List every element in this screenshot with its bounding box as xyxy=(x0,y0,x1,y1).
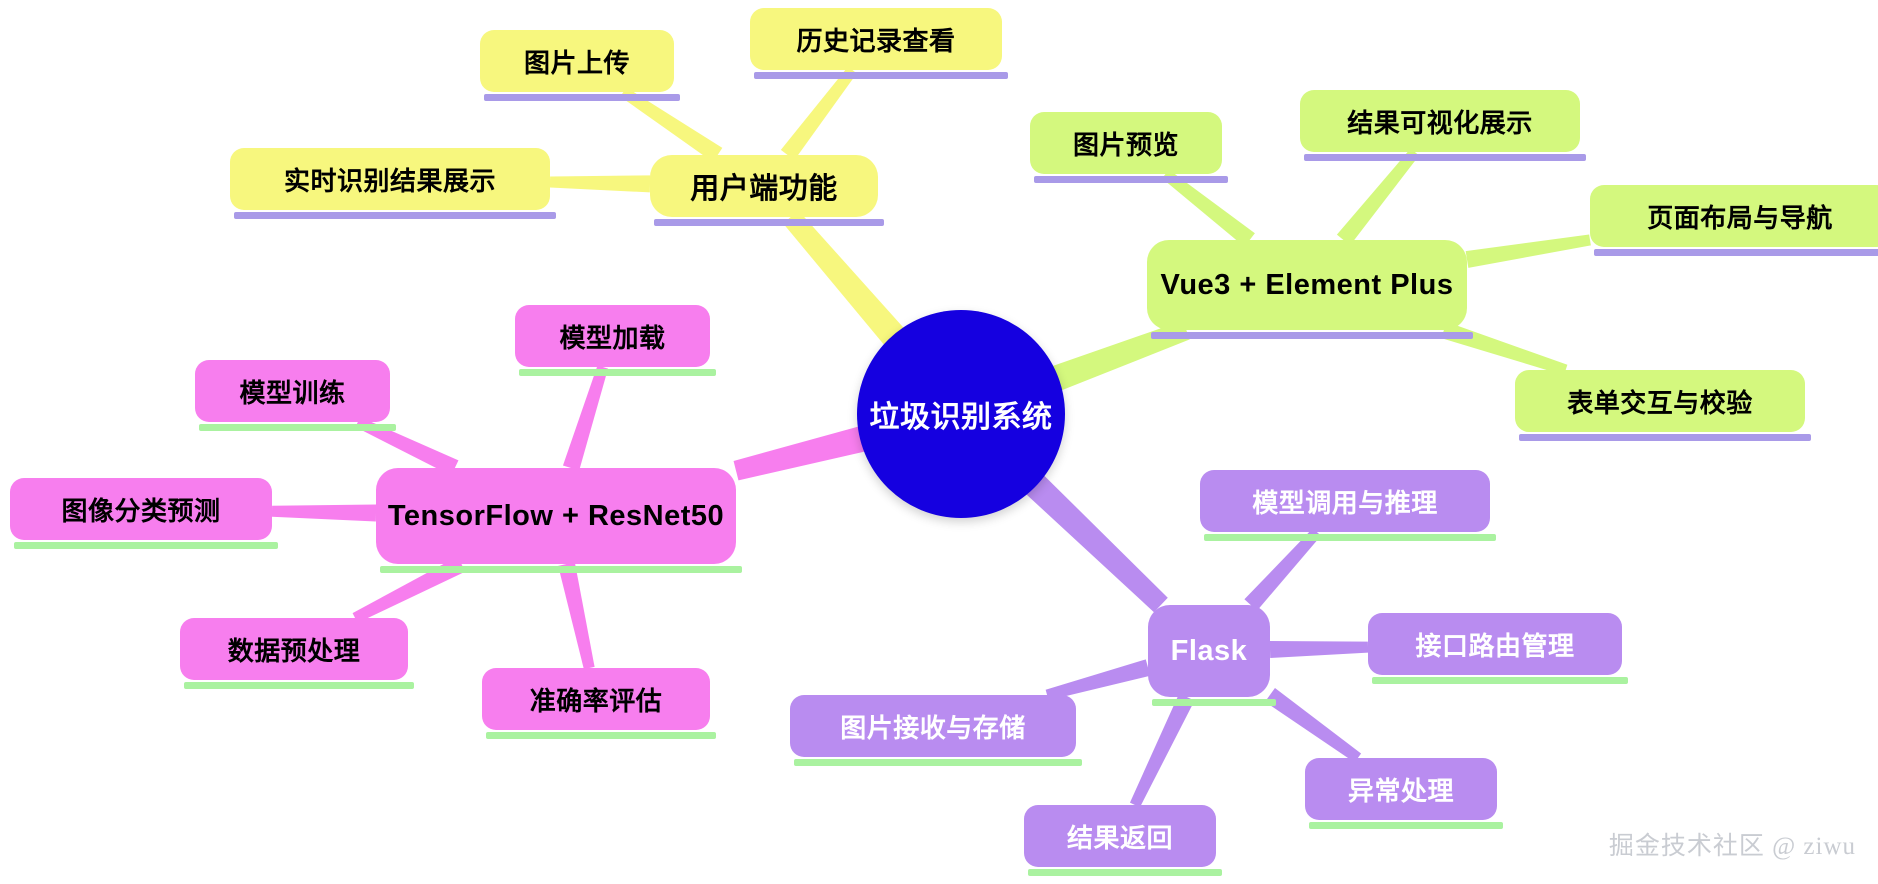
node-label: 图片预览 xyxy=(1072,129,1179,160)
node-label: Flask xyxy=(1170,634,1248,667)
leaf-node-model-2[interactable]: 图像分类预测 xyxy=(10,478,278,549)
leaf-node-client-1[interactable]: 历史记录查看 xyxy=(750,8,1008,79)
branch-node-model[interactable]: TensorFlow + ResNet50 xyxy=(376,468,742,573)
leaf-node-frontend-1[interactable]: 结果可视化展示 xyxy=(1300,90,1586,161)
node-label: 模型调用与推理 xyxy=(1252,487,1438,518)
connector xyxy=(271,504,377,522)
node-label: 图片上传 xyxy=(523,47,630,78)
connector xyxy=(1465,234,1591,268)
node-label: 页面布局与导航 xyxy=(1647,202,1833,233)
leaf-node-backend-0[interactable]: 模型调用与推理 xyxy=(1200,470,1496,541)
branch-node-backend[interactable]: Flask xyxy=(1148,605,1276,706)
node-label: TensorFlow + ResNet50 xyxy=(387,499,725,532)
connector xyxy=(1269,641,1369,659)
node-label: 模型加载 xyxy=(559,322,666,353)
node-label: Vue3 + Element Plus xyxy=(1160,268,1454,301)
node-label: 结果返回 xyxy=(1066,822,1173,853)
connector xyxy=(1441,321,1568,376)
connector xyxy=(558,562,595,670)
watermark: 掘金技术社区 @ ziwu xyxy=(1608,833,1856,860)
root-node-label: 垃圾识别系统 xyxy=(869,401,1053,434)
leaf-node-model-3[interactable]: 数据预处理 xyxy=(180,618,414,689)
node-label: 数据预处理 xyxy=(227,635,361,666)
leaf-node-frontend-2[interactable]: 页面布局与导航 xyxy=(1590,185,1878,256)
connector xyxy=(549,175,651,193)
connector xyxy=(1265,687,1362,763)
leaf-node-backend-4[interactable]: 图片接收与存储 xyxy=(790,695,1082,766)
node-label: 模型训练 xyxy=(239,377,346,408)
leaf-node-model-1[interactable]: 模型加载 xyxy=(515,305,716,376)
connector xyxy=(1129,693,1195,808)
node-label: 图片接收与存储 xyxy=(840,712,1026,743)
root-node[interactable]: 垃圾识别系统 xyxy=(857,310,1065,518)
node-label: 准确率评估 xyxy=(529,685,663,716)
leaf-node-client-2[interactable]: 实时识别结果展示 xyxy=(230,148,556,219)
leaf-node-model-0[interactable]: 模型训练 xyxy=(195,360,396,431)
node-label: 实时识别结果展示 xyxy=(283,165,496,196)
node-label: 异常处理 xyxy=(1347,775,1454,806)
leaf-node-backend-2[interactable]: 异常处理 xyxy=(1305,758,1503,829)
connector xyxy=(780,66,857,161)
node-label: 用户端功能 xyxy=(690,173,838,205)
connector xyxy=(783,210,906,347)
leaf-node-backend-3[interactable]: 结果返回 xyxy=(1024,805,1222,876)
connector xyxy=(1024,473,1168,613)
leaf-node-frontend-0[interactable]: 图片预览 xyxy=(1030,112,1228,183)
node-label: 结果可视化展示 xyxy=(1347,107,1533,138)
branch-node-frontend[interactable]: Vue3 + Element Plus xyxy=(1147,240,1473,339)
node-label: 历史记录查看 xyxy=(796,25,956,56)
connector xyxy=(733,425,868,481)
node-label: 表单交互与校验 xyxy=(1567,387,1753,418)
connector xyxy=(1336,148,1420,246)
leaf-node-frontend-3[interactable]: 表单交互与校验 xyxy=(1515,370,1811,441)
leaf-node-client-0[interactable]: 图片上传 xyxy=(480,30,680,101)
node-label: 图像分类预测 xyxy=(61,495,221,526)
connector xyxy=(562,365,609,471)
branch-node-client[interactable]: 用户端功能 xyxy=(650,155,884,226)
leaf-node-model-4[interactable]: 准确率评估 xyxy=(482,668,716,739)
node-label: 接口路由管理 xyxy=(1415,630,1575,661)
leaf-node-backend-1[interactable]: 接口路由管理 xyxy=(1368,613,1628,684)
